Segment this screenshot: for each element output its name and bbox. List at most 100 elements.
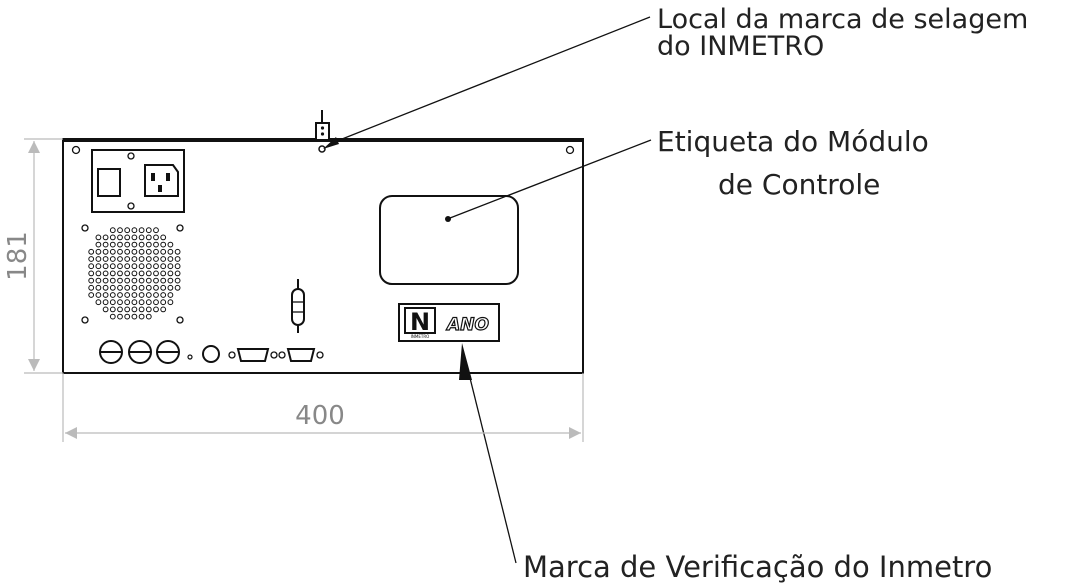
grille-hole	[160, 256, 167, 262]
badge-logo-sub: INMETRO	[411, 334, 430, 339]
grille-hole	[167, 241, 174, 248]
control-module-label	[379, 195, 519, 285]
power-inlet-module	[91, 149, 185, 213]
grille-hole	[117, 241, 123, 248]
grille-hole	[109, 234, 116, 241]
grille-hole	[124, 299, 131, 306]
screw-icon	[565, 145, 575, 155]
grille-hole	[117, 248, 123, 255]
grille-hole	[117, 292, 123, 298]
led-icon	[187, 354, 193, 360]
grille-hole	[160, 292, 167, 298]
grille-hole	[174, 270, 181, 277]
grille-hole	[131, 292, 138, 298]
grille-hole	[124, 248, 131, 255]
grille-hole	[109, 241, 116, 248]
inmetro-verification-badge: N INMETRO ANO	[398, 303, 500, 342]
grille-hole	[131, 263, 138, 270]
grille-hole	[102, 299, 109, 306]
grille-hole	[167, 292, 174, 298]
grille-hole	[131, 270, 138, 277]
iec-socket-icon	[144, 164, 179, 197]
grille-hole	[145, 263, 152, 270]
grille-hole	[124, 270, 131, 277]
grille-hole	[131, 248, 138, 255]
power-switch-icon	[97, 168, 121, 197]
grille-hole	[174, 256, 181, 262]
grille-hole	[153, 227, 159, 234]
grille-hole	[145, 299, 152, 306]
grille-hole	[117, 234, 123, 241]
grille-hole	[160, 270, 167, 277]
grille-hole	[124, 306, 131, 313]
grille-hole	[138, 277, 145, 284]
grille-hole	[117, 299, 123, 306]
grille-hole	[88, 248, 95, 255]
grille-hole	[160, 241, 167, 248]
connector-row	[99, 340, 324, 364]
grille-hole	[88, 263, 95, 270]
inmetro-logo-icon	[404, 307, 436, 334]
grille-hole	[145, 313, 152, 320]
grille-hole	[124, 313, 131, 320]
db9-connector-icon	[278, 348, 324, 362]
seal-annotation-line1: Local da marca de selagem	[657, 4, 1028, 35]
grille-hole	[95, 256, 102, 262]
grille-hole	[167, 270, 174, 277]
grille-hole	[145, 234, 152, 241]
grille-hole	[102, 248, 109, 255]
grille-hole	[131, 306, 138, 313]
grille-hole	[124, 292, 131, 298]
grille-hole	[124, 284, 131, 291]
grille-hole	[174, 284, 181, 291]
grille-hole	[145, 284, 152, 291]
grille-hole	[95, 234, 102, 241]
grille-hole	[153, 241, 159, 248]
grille-hole	[124, 277, 131, 284]
seal-icon	[315, 110, 330, 153]
grille-hole	[109, 227, 116, 234]
fuse-holder-icon	[128, 340, 152, 364]
grille-hole	[145, 227, 152, 234]
grille-hole	[174, 263, 181, 270]
grille-hole	[160, 248, 167, 255]
grille-hole	[167, 284, 174, 291]
grille-hole	[138, 256, 145, 262]
grille-hole	[109, 263, 116, 270]
grille-hole	[95, 277, 102, 284]
grille-hole	[138, 306, 145, 313]
grille-hole	[153, 248, 159, 255]
badge-text: ANO	[445, 315, 489, 335]
grille-hole	[102, 270, 109, 277]
rear-panel	[62, 138, 584, 374]
cartridge-fuse-icon	[291, 279, 305, 333]
leader-lines	[323, 16, 652, 564]
grille-hole	[145, 306, 152, 313]
grille-hole	[102, 263, 109, 270]
grille-hole	[160, 277, 167, 284]
verification-annotation: Marca de Verificação do Inmetro	[523, 550, 992, 584]
grille-hole	[109, 313, 116, 320]
grille-hole	[131, 256, 138, 262]
grille-hole	[138, 299, 145, 306]
grille-hole	[88, 284, 95, 291]
grille-hole	[95, 270, 102, 277]
grille-hole	[102, 284, 109, 291]
grille-hole	[117, 277, 123, 284]
grille-hole	[131, 277, 138, 284]
grille-hole	[95, 299, 102, 306]
label-annotation-line2: de Controle	[718, 168, 880, 201]
grille-hole	[153, 277, 159, 284]
grille-hole	[145, 248, 152, 255]
grille-hole	[138, 313, 145, 320]
fuse-holder-icon	[99, 340, 123, 364]
grille-hole	[117, 270, 123, 277]
grille-hole	[153, 234, 159, 241]
grille-hole	[102, 241, 109, 248]
grille-hole	[124, 256, 131, 262]
width-dimension-label: 400	[295, 401, 345, 431]
grille-hole	[160, 284, 167, 291]
grille-hole	[109, 256, 116, 262]
grille-hole	[109, 306, 116, 313]
